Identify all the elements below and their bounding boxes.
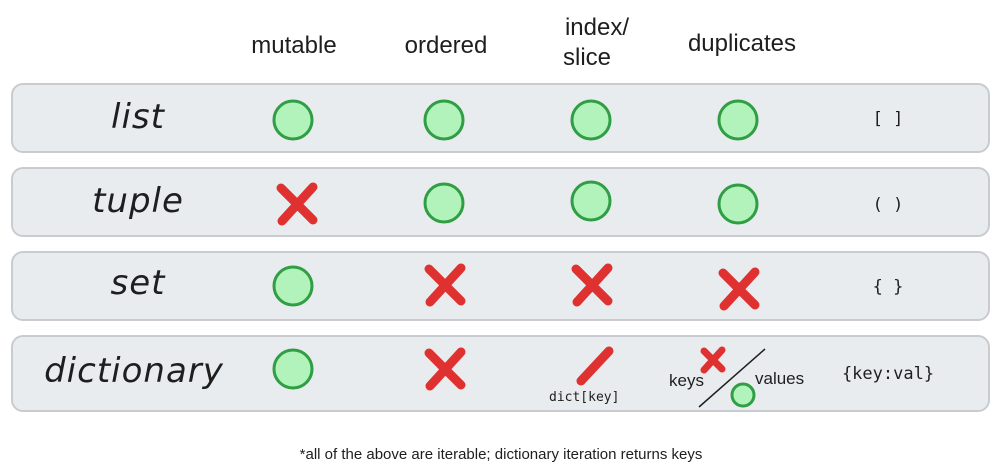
red-x-icon <box>571 263 613 307</box>
red-x-icon <box>718 267 760 311</box>
green-circle-icon <box>272 99 314 141</box>
syntax-list: [ ] <box>872 109 904 129</box>
row-dictionary: dictionary dict[key] keys values {key:va… <box>11 335 990 412</box>
index-note: dict[key] <box>549 390 620 405</box>
green-circle-icon <box>423 182 465 224</box>
dup-values-label: values <box>755 369 805 388</box>
syntax-set: { } <box>872 277 904 297</box>
red-x-icon <box>424 263 466 307</box>
header-index-line1: index/ <box>564 14 630 41</box>
header-mutable: mutable <box>251 32 337 59</box>
green-circle-icon <box>570 99 612 141</box>
red-x-icon <box>276 182 318 226</box>
syntax-dictionary: {key:val} <box>841 364 935 384</box>
header-ordered: ordered <box>404 32 488 59</box>
row-list: list [ ] <box>11 83 990 153</box>
red-x-small-icon <box>700 346 726 374</box>
green-circle-icon <box>570 180 612 222</box>
red-x-icon <box>424 347 466 391</box>
red-slash-icon <box>576 346 614 386</box>
divider-line <box>698 348 766 408</box>
row-label-list: list <box>111 97 165 137</box>
green-circle-icon <box>423 99 465 141</box>
green-circle-small-icon <box>730 382 756 408</box>
header-duplicates: duplicates <box>687 30 797 57</box>
syntax-tuple: ( ) <box>872 195 904 215</box>
header-index-line2: slice <box>562 44 611 71</box>
row-label-set: set <box>110 263 166 303</box>
green-circle-icon <box>272 265 314 307</box>
footnote: *all of the above are iterable; dictiona… <box>299 446 703 463</box>
row-label-dictionary: dictionary <box>44 351 224 391</box>
green-circle-icon <box>717 183 759 225</box>
dup-keys-label: keys <box>669 371 704 390</box>
green-circle-icon <box>272 348 314 390</box>
row-tuple: tuple ( ) <box>11 167 990 237</box>
green-circle-icon <box>717 99 759 141</box>
row-label-tuple: tuple <box>92 181 184 221</box>
row-set: set { } <box>11 251 990 321</box>
